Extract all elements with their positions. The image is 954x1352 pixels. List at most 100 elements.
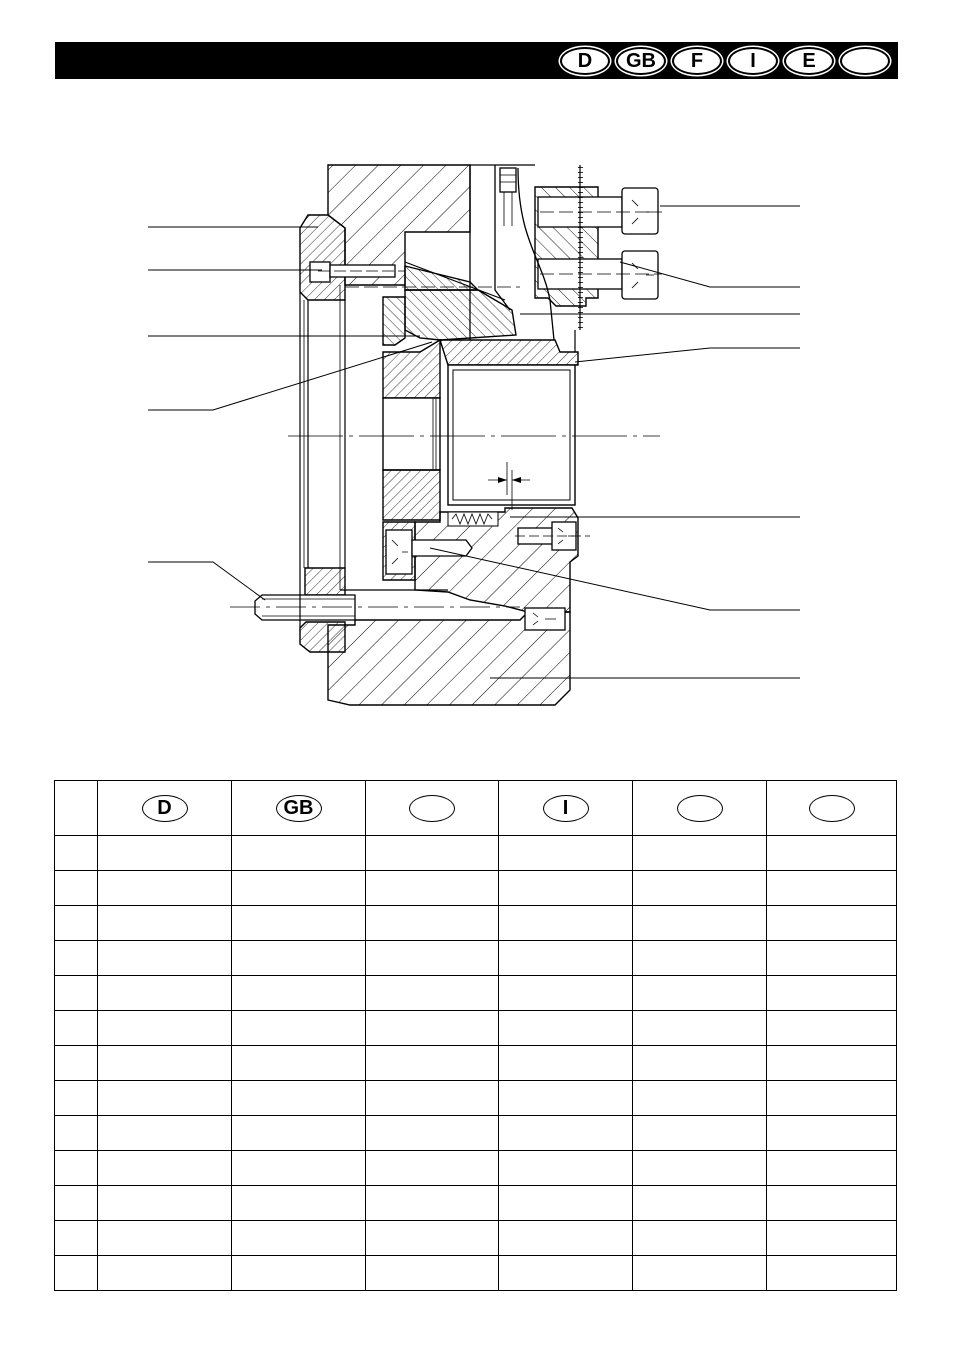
position-number-cell [54, 1255, 98, 1291]
part-name-cell [231, 1045, 366, 1081]
part-name-cell [365, 1010, 499, 1046]
language-header-cell-5 [632, 780, 767, 836]
part-name-cell [365, 1150, 499, 1186]
part-name-cell [231, 975, 366, 1011]
part-name-cell [365, 835, 499, 871]
part-name-cell [231, 1150, 366, 1186]
position-number-cell [54, 1010, 98, 1046]
table-row [54, 1185, 897, 1221]
part-name-cell [766, 1220, 897, 1256]
part-name-cell [766, 1045, 897, 1081]
position-number-cell [54, 975, 98, 1011]
part-name-cell [365, 870, 499, 906]
position-number-cell [54, 1150, 98, 1186]
serrated-teeth [578, 165, 583, 330]
part-name-cell [231, 1080, 366, 1116]
leader-line-right-2 [619, 261, 800, 288]
table-row [54, 1115, 897, 1151]
part-name-cell [365, 905, 499, 941]
part-name-cell [632, 1220, 767, 1256]
bore-inner-edge [452, 369, 571, 501]
center-lines [230, 211, 662, 608]
part-name-cell [498, 1010, 633, 1046]
dimension-arrow-right [498, 477, 507, 483]
part-name-cell [231, 1115, 366, 1151]
position-number-cell [54, 835, 98, 871]
part-name-cell [766, 1185, 897, 1221]
language-header-cell-6 [766, 780, 897, 836]
part-name-cell [231, 940, 366, 976]
jaw-upper-part [382, 338, 441, 399]
lower-cover-ring-outer [299, 621, 346, 653]
language-badge-blank [808, 794, 855, 822]
part-name-cell [498, 905, 633, 941]
part-name-cell [632, 1255, 767, 1291]
piston-band [439, 339, 579, 366]
position-number-cell [54, 940, 98, 976]
part-name-cell [231, 1185, 366, 1221]
part-name-cell [766, 870, 897, 906]
part-name-cell [97, 1255, 232, 1291]
cover-screw-head [309, 261, 331, 283]
part-name-cell [498, 1255, 633, 1291]
part-name-cell [97, 1220, 232, 1256]
part-name-cell [632, 870, 767, 906]
spring [451, 512, 493, 526]
table-header-row: D GB I [54, 780, 897, 836]
part-name-cell [365, 1220, 499, 1256]
part-name-cell [365, 975, 499, 1011]
wedge-hook [404, 289, 517, 341]
jaw-window [382, 397, 441, 471]
language-badge-e: E [784, 47, 834, 75]
table-row [54, 905, 897, 941]
part-name-cell [632, 1045, 767, 1081]
language-badge-i: I [728, 47, 778, 75]
table-row [54, 835, 897, 871]
upper-cover-ring [299, 214, 346, 301]
part-name-cell [365, 940, 499, 976]
part-name-cell [632, 1010, 767, 1046]
part-name-cell [498, 1150, 633, 1186]
table-row [54, 1080, 897, 1116]
flange-screw-1-head [621, 187, 659, 235]
table-row [54, 870, 897, 906]
part-name-cell [632, 975, 767, 1011]
language-badge-f: F [672, 47, 722, 75]
part-name-cell [632, 1115, 767, 1151]
language-badge-gb: GB [275, 794, 322, 822]
wedge-surface [404, 261, 506, 301]
leader-line-right-6 [429, 547, 800, 611]
plug-screw-marks [532, 612, 556, 626]
language-header-cell-i: I [498, 780, 633, 836]
lower-cover-ring-inner [304, 567, 346, 596]
part-name-cell [766, 1115, 897, 1151]
table-row [54, 1255, 897, 1291]
stud-bolt [254, 594, 356, 621]
part-name-cell [231, 835, 366, 871]
language-badge-i: I [542, 794, 589, 822]
language-badge-d: D [141, 794, 188, 822]
grease-nipple [499, 167, 517, 193]
part-name-cell [632, 1080, 767, 1116]
chuck-cross-section-drawing [148, 164, 800, 706]
part-name-cell [632, 835, 767, 871]
position-number-cell [54, 905, 98, 941]
part-name-cell [97, 975, 232, 1011]
part-name-cell [632, 940, 767, 976]
part-name-cell [498, 1045, 633, 1081]
part-name-cell [231, 1220, 366, 1256]
part-name-cell [632, 1185, 767, 1221]
part-name-cell [365, 1045, 499, 1081]
language-badge-blank [676, 794, 723, 822]
part-name-cell [498, 1185, 633, 1221]
part-name-cell [766, 835, 897, 871]
leader-line-left-4 [148, 341, 433, 411]
part-name-cell [97, 870, 232, 906]
jaw-lower-part [382, 469, 441, 521]
grease-nipple-marks [500, 174, 516, 226]
language-header-cell-d: D [97, 780, 232, 836]
table-row [54, 940, 897, 976]
lower-screw-shank [411, 539, 473, 557]
part-name-cell [766, 1010, 897, 1046]
